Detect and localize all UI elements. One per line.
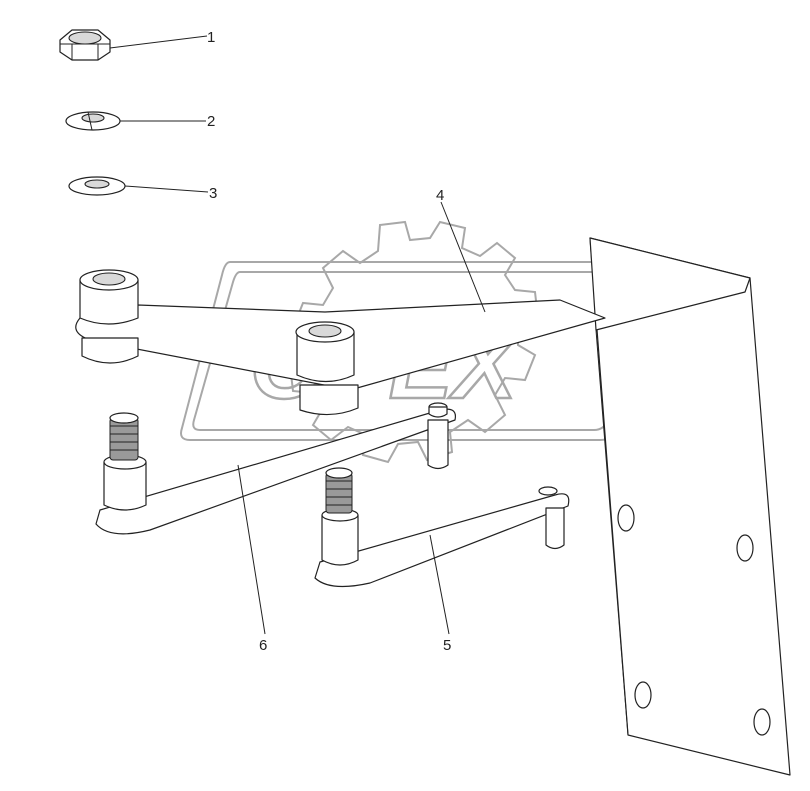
- callout-6: 6: [259, 637, 267, 654]
- part-3-flat-washer: [68, 176, 126, 196]
- leader-lines: [109, 35, 486, 635]
- callout-labels: 1 2 3 4 5 6: [207, 29, 451, 654]
- mounting-bracket: [589, 237, 791, 776]
- part-4-lever: [75, 269, 606, 416]
- callout-5: 5: [443, 637, 451, 654]
- part-2-spring-washer: [65, 111, 121, 131]
- callout-2: 2: [207, 113, 215, 130]
- bracket-hole-4: [753, 708, 771, 736]
- callout-3: 3: [209, 185, 217, 202]
- part-5-link: [314, 467, 570, 588]
- callout-4: 4: [436, 187, 444, 204]
- bracket-hole-1: [617, 504, 635, 532]
- part-1-hex-nut: [59, 29, 111, 61]
- callout-1: 1: [207, 29, 215, 46]
- bracket-hole-2: [736, 534, 754, 562]
- bracket-hole-3: [634, 681, 652, 709]
- part-6-link: [95, 402, 457, 535]
